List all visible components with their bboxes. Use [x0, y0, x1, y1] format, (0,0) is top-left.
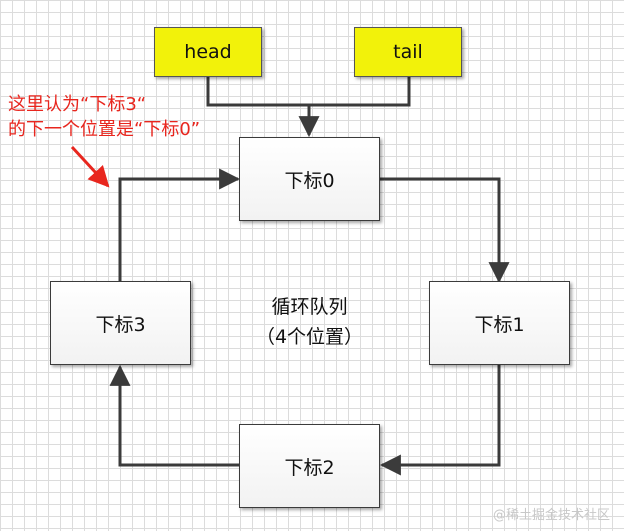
edge-tail-to-node0: [298, 77, 411, 138]
head-pointer-label: head: [184, 41, 232, 63]
center-label: 循环队列 （4个位置）: [239, 292, 380, 352]
node-index-2: 下标2: [239, 424, 380, 508]
edge-head-to-node0: [206, 77, 309, 107]
center-title: 循环队列: [271, 296, 348, 318]
node-index-0: 下标0: [239, 137, 380, 221]
center-subtitle: （4个位置）: [255, 326, 364, 348]
node-index-3-label: 下标3: [95, 313, 146, 336]
node-index-3: 下标3: [50, 281, 191, 365]
edge-node3-to-node0: [118, 168, 241, 281]
head-pointer-box: head: [154, 27, 262, 77]
note-arrow: [70, 145, 110, 188]
node-index-0-label: 下标0: [284, 169, 335, 192]
edge-node1-to-node2: [379, 365, 501, 476]
annotation-line-1: 这里认为“下标3“: [8, 94, 147, 115]
node-index-1: 下标1: [429, 281, 570, 365]
annotation-line-2: 的下一个位置是“下标0”: [8, 119, 201, 140]
tail-pointer-label: tail: [393, 41, 423, 63]
edge-node0-to-node1: [380, 177, 510, 284]
tail-pointer-box: tail: [354, 27, 462, 77]
node-index-2-label: 下标2: [284, 456, 335, 479]
node-index-1-label: 下标1: [474, 313, 525, 336]
edge-node2-to-node3: [109, 364, 240, 467]
watermark: @稀土掘金技术社区: [492, 508, 610, 523]
annotation-note: 这里认为“下标3“ 的下一个位置是“下标0”: [8, 92, 200, 142]
